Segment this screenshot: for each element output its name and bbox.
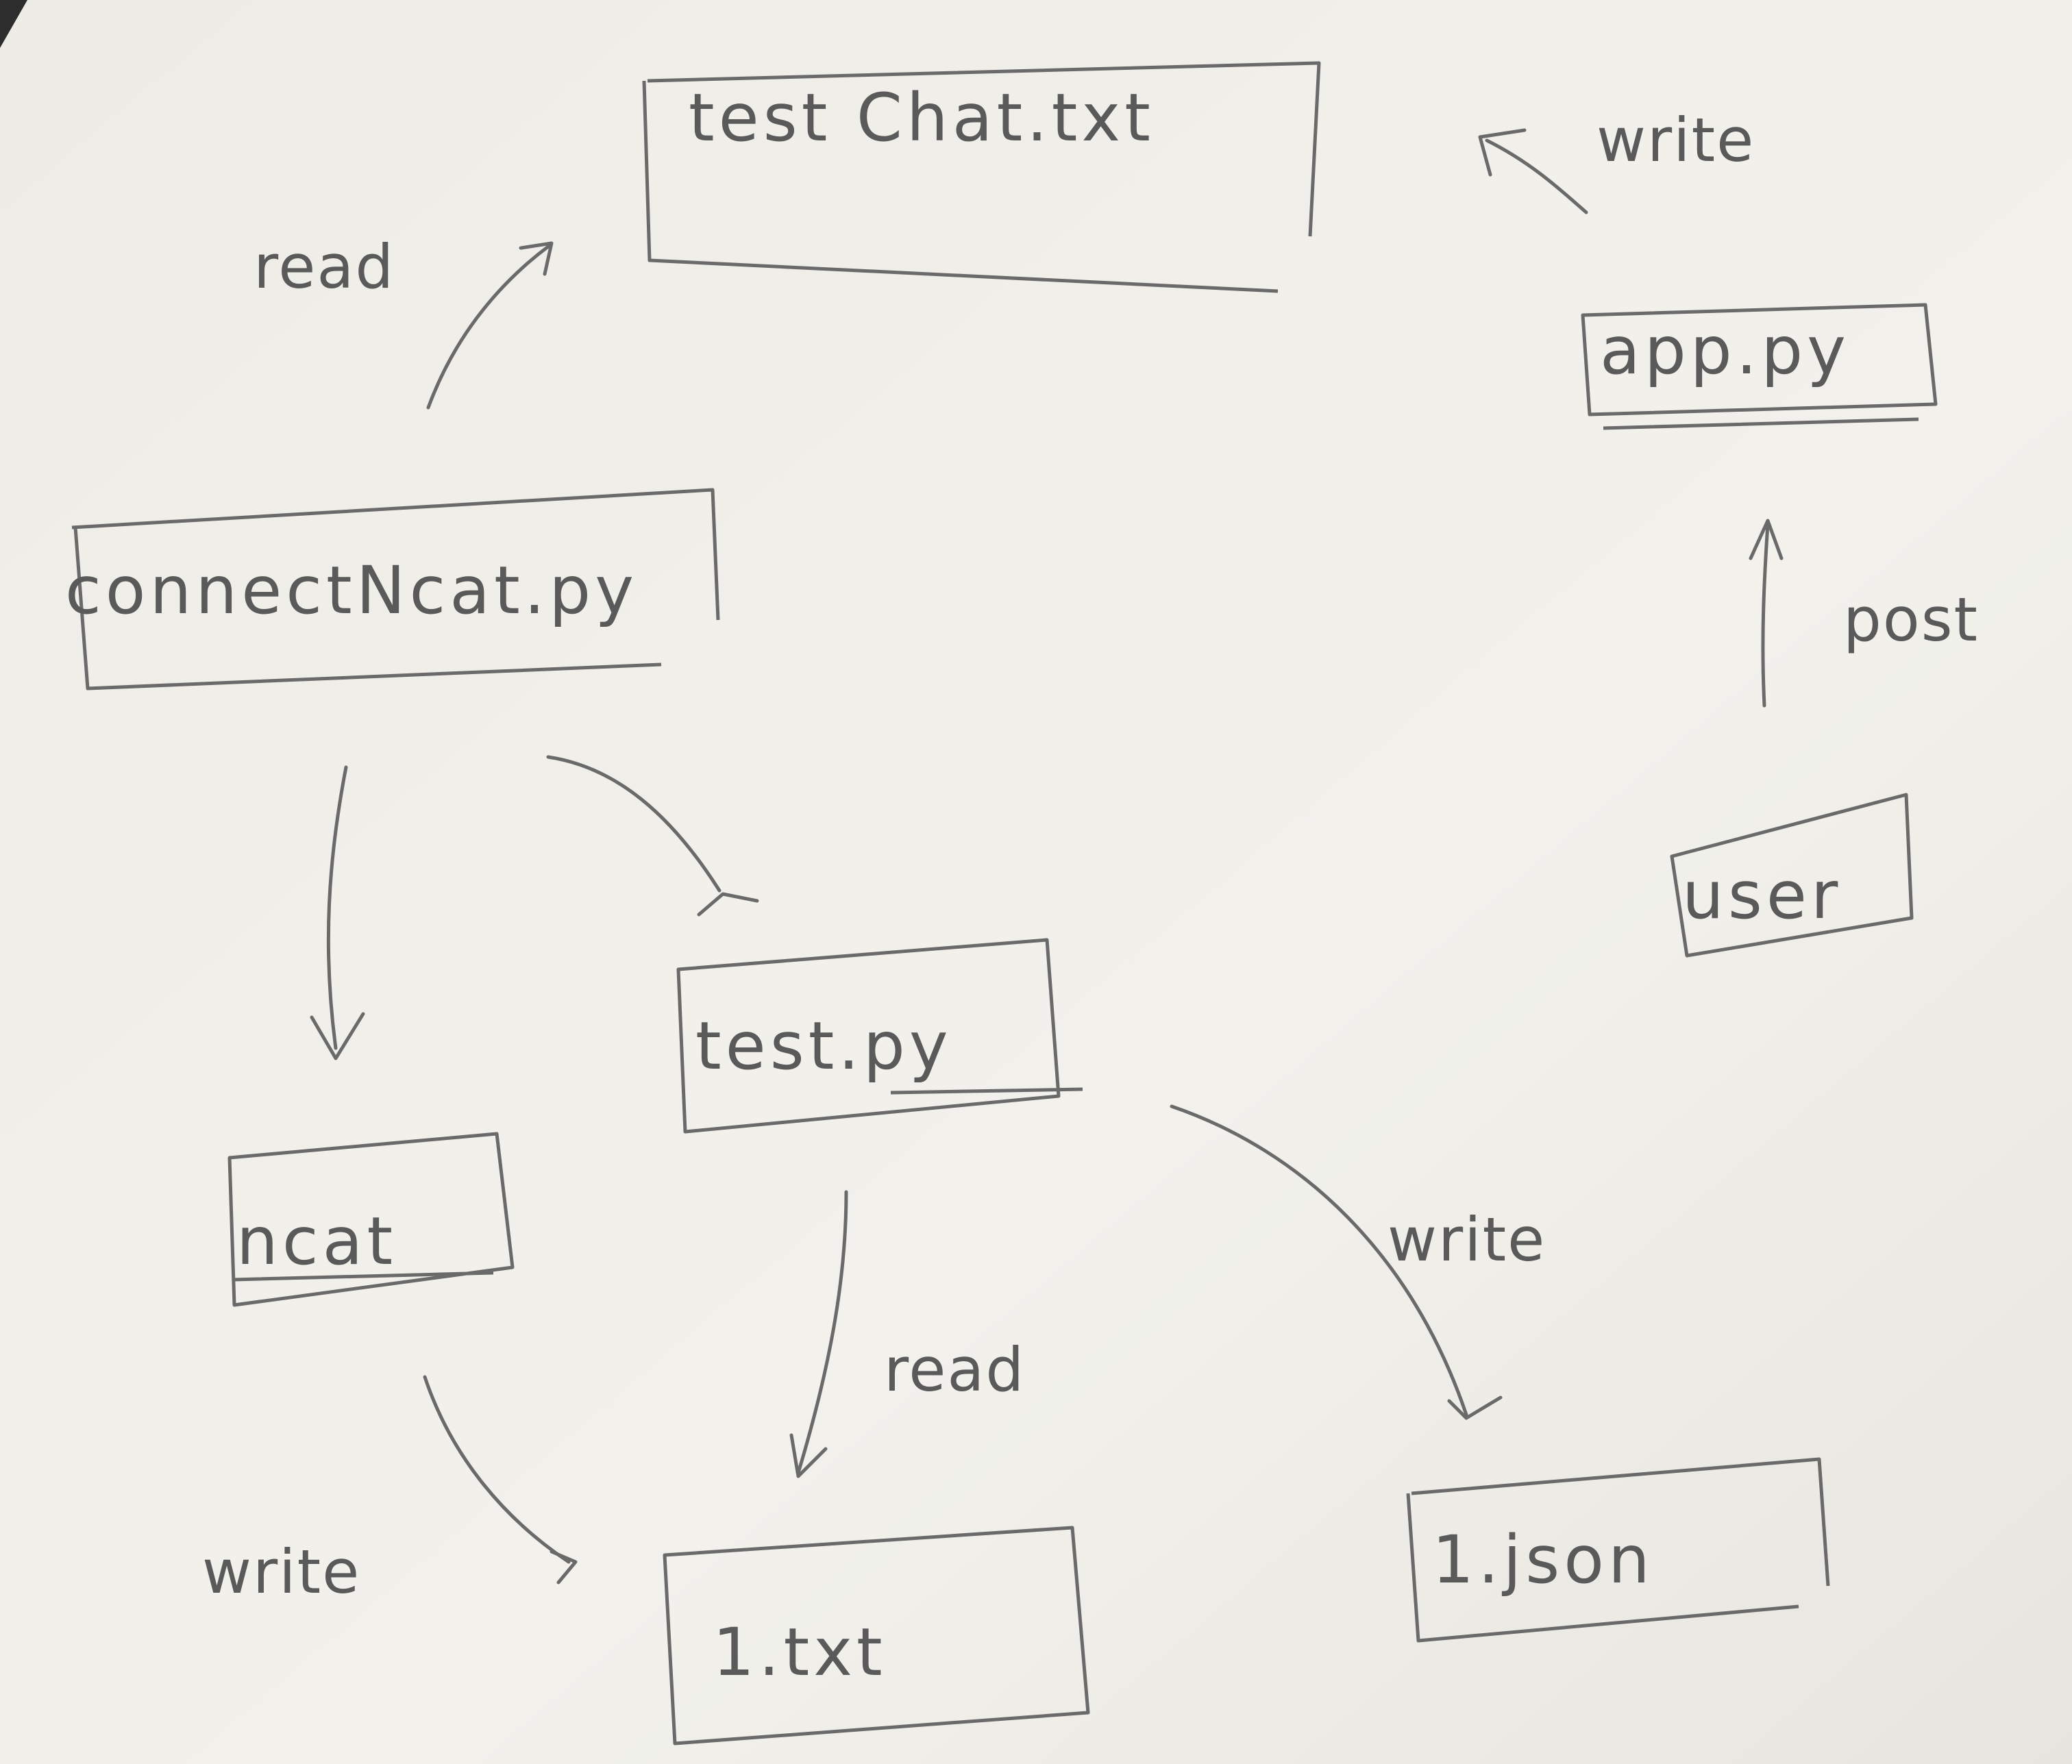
node-testchat: test Chat.txt	[642, 61, 1321, 293]
arrow-curve	[426, 245, 550, 410]
arrow-curve	[423, 1375, 571, 1564]
arrowhead	[697, 892, 759, 917]
edge-label-read-top: read	[254, 232, 395, 302]
edge-ncat-to-onetxt	[423, 1375, 578, 1585]
edge-user-to-apppy	[1749, 519, 1784, 708]
node-onejson-label: 1.json	[1432, 1521, 1654, 1598]
edge-label-post: post	[1843, 584, 1979, 655]
arrowhead	[1478, 128, 1527, 177]
edge-connectncat-to-testpy	[546, 755, 759, 917]
arrowhead	[310, 1012, 365, 1060]
arrowhead	[550, 1550, 578, 1585]
edge-label-write-bottom: write	[202, 1537, 360, 1607]
arrowhead	[1447, 1395, 1503, 1420]
node-apppy: app.py	[1581, 303, 1938, 430]
edge-connectncat-to-testchat	[426, 241, 554, 410]
node-ncat-label: ncat	[236, 1203, 397, 1280]
node-testpy-label: test.py	[695, 1008, 952, 1084]
node-onetxt: 1.txt	[663, 1526, 1090, 1746]
arrow-curve	[1170, 1104, 1468, 1417]
arrowhead	[789, 1433, 828, 1478]
node-onejson: 1.json	[1406, 1457, 1830, 1643]
edge-label-write-top: write	[1596, 105, 1755, 175]
node-connectncat: connectNcat.py	[65, 488, 720, 691]
node-testpy: test.py	[676, 938, 1083, 1134]
arrow-line	[326, 765, 348, 1050]
arrowhead	[519, 241, 554, 276]
node-connectncat-label: connectNcat.py	[65, 552, 638, 629]
node-onetxt-label: 1.txt	[713, 1614, 887, 1691]
edge-testpy-to-onejson	[1170, 1104, 1503, 1420]
edge-testpy-to-onetxt	[789, 1190, 848, 1478]
node-user: user	[1670, 793, 1914, 958]
arrow-line	[796, 1190, 848, 1475]
edge-apppy-to-testchat	[1478, 128, 1588, 214]
node-ncat: ncat	[227, 1132, 515, 1307]
node-apppy-label: app.py	[1600, 312, 1850, 389]
edge-label-write-right: write	[1388, 1204, 1546, 1275]
arrow-curve	[546, 755, 722, 893]
arrow-line	[1761, 522, 1770, 708]
arrow-curve	[1485, 138, 1588, 214]
node-testchat-label: test Chat.txt	[689, 79, 1155, 156]
node-user-label: user	[1682, 857, 1842, 934]
edge-label-read-bottom: read	[884, 1334, 1025, 1405]
arrowhead	[1749, 519, 1784, 560]
edge-connectncat-to-ncat	[310, 765, 365, 1060]
